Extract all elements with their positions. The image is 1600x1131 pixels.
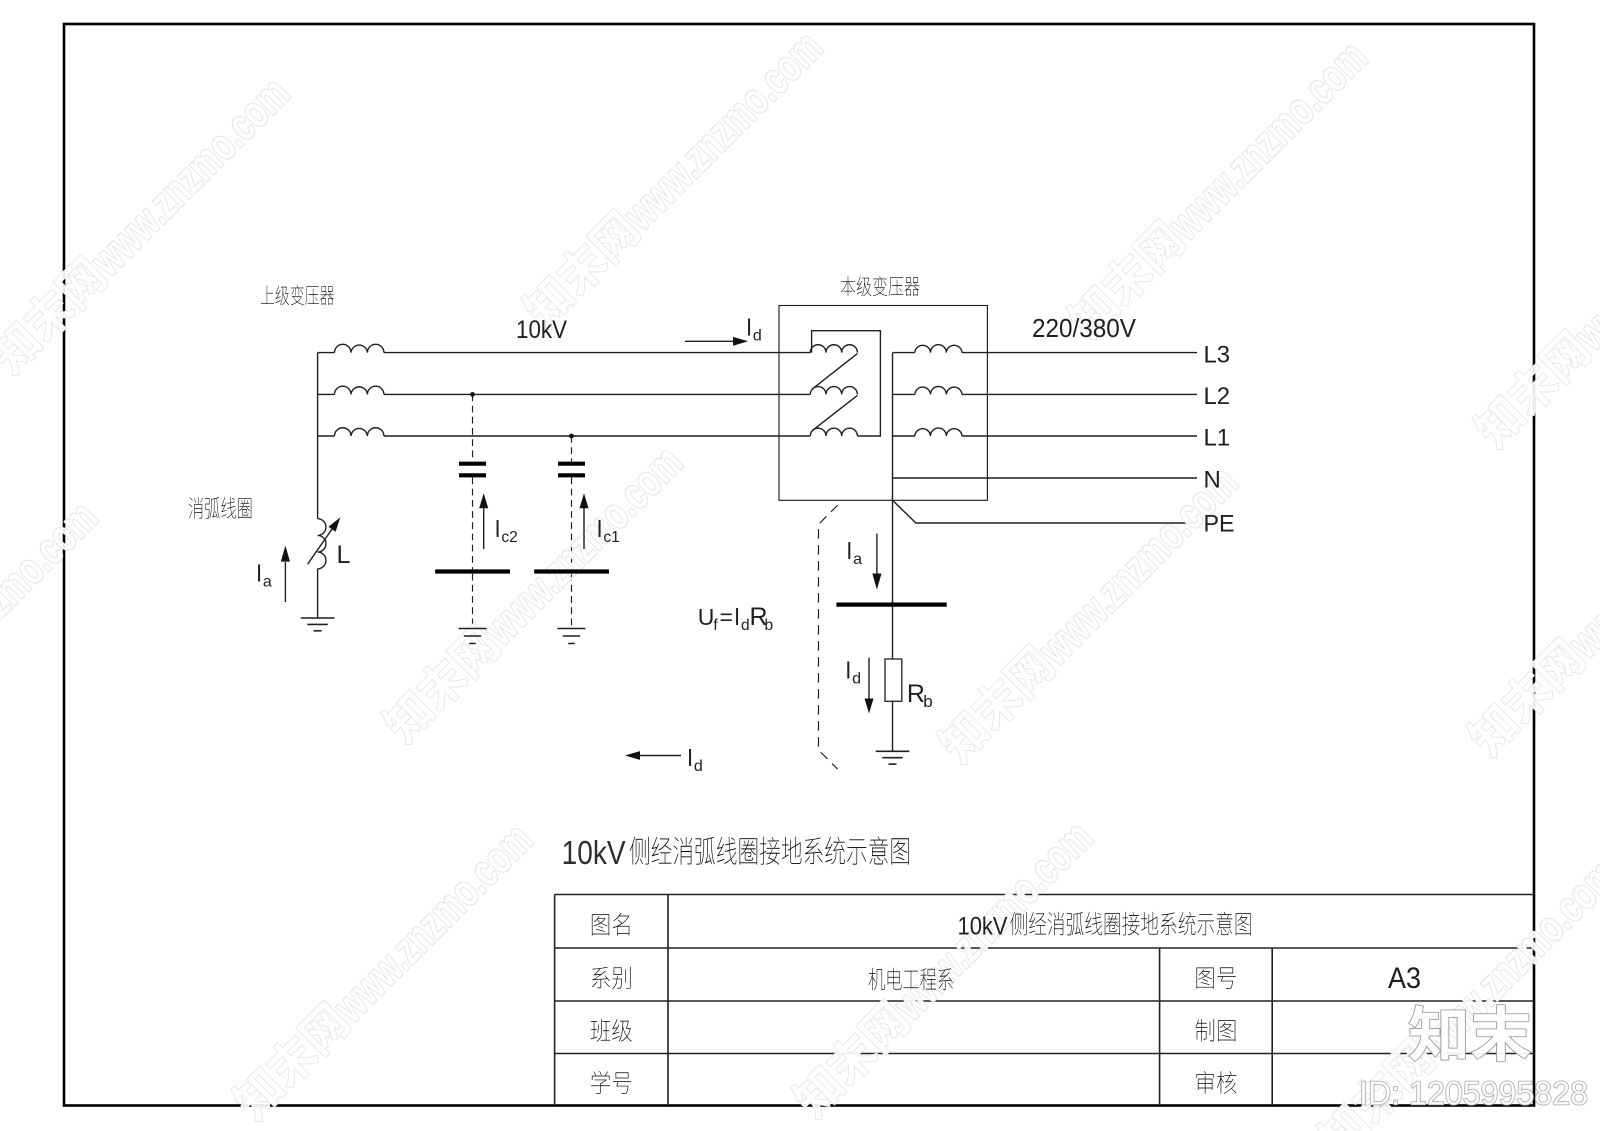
svg-text:l: l — [495, 516, 500, 542]
svg-text:l: l — [257, 561, 262, 587]
svg-text:R: R — [750, 603, 768, 631]
svg-text:10kV: 10kV — [562, 834, 626, 871]
svg-text:d: d — [741, 617, 750, 634]
svg-text:ID: 1205995828: ID: 1205995828 — [1359, 1075, 1588, 1112]
svg-text:L: L — [337, 541, 351, 569]
svg-text:N: N — [1204, 467, 1221, 494]
svg-text:L3: L3 — [1204, 342, 1231, 369]
svg-text:l: l — [597, 516, 602, 542]
svg-text:L1: L1 — [1204, 425, 1231, 452]
svg-text:220/380V: 220/380V — [1032, 313, 1137, 343]
svg-text:l: l — [847, 538, 852, 564]
svg-text:l: l — [735, 604, 740, 630]
svg-text:b: b — [923, 692, 932, 711]
svg-text:f: f — [713, 617, 718, 634]
svg-text:10kV: 10kV — [958, 913, 1008, 941]
svg-text:c1: c1 — [603, 529, 619, 546]
svg-text:c2: c2 — [501, 529, 517, 546]
svg-text:d: d — [753, 328, 762, 345]
svg-text:10kV: 10kV — [516, 316, 567, 344]
svg-text:a: a — [263, 574, 272, 591]
svg-text:d: d — [852, 671, 861, 688]
svg-text:U: U — [698, 604, 715, 630]
svg-text:a: a — [853, 551, 862, 568]
svg-text:R: R — [907, 680, 925, 708]
svg-text:=: = — [720, 604, 733, 630]
svg-text:l: l — [846, 658, 851, 684]
svg-text:L2: L2 — [1204, 383, 1231, 410]
svg-text:PE: PE — [1204, 511, 1235, 538]
svg-text:l: l — [688, 745, 693, 771]
svg-text:d: d — [694, 758, 703, 775]
svg-text:b: b — [765, 617, 774, 634]
svg-text:A3: A3 — [1388, 962, 1421, 995]
svg-text:l: l — [747, 315, 752, 341]
